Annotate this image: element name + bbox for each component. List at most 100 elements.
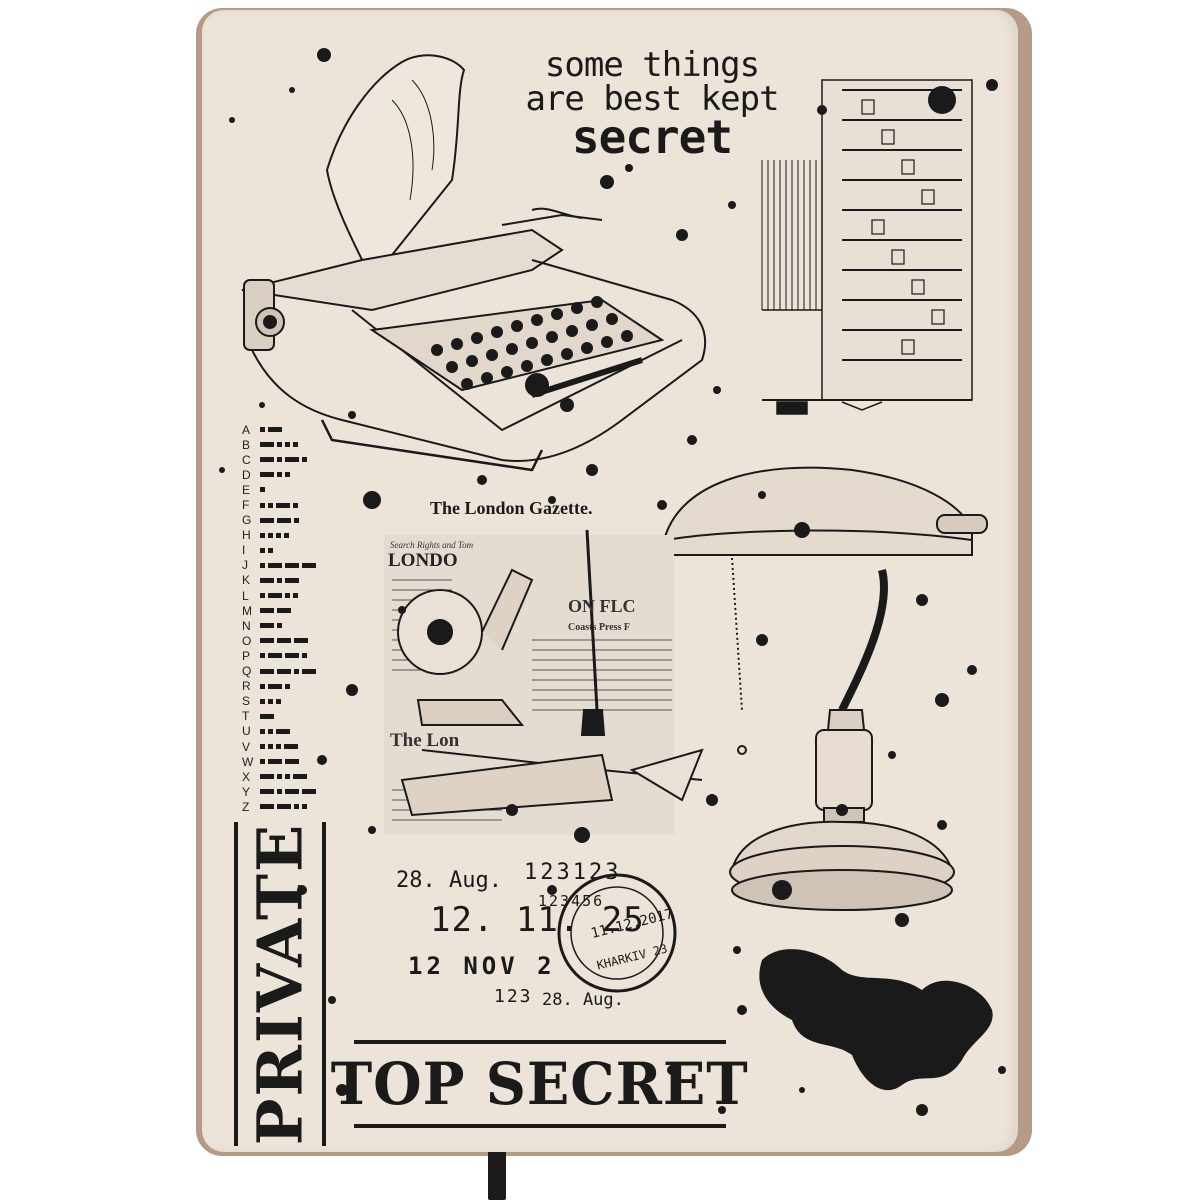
morse-dot <box>285 774 290 780</box>
bookmark-ribbon <box>488 1150 506 1200</box>
morse-dot <box>260 683 265 689</box>
morse-letter: B <box>242 437 251 452</box>
morse-dash <box>260 472 274 478</box>
morse-row: O <box>242 633 372 648</box>
morse-code <box>260 713 274 719</box>
morse-letter: V <box>242 739 251 754</box>
morse-dash <box>302 789 316 795</box>
morse-letter: T <box>242 709 250 724</box>
sharpener-illustration <box>384 529 704 835</box>
morse-dot <box>268 547 273 553</box>
morse-letter: I <box>242 543 246 558</box>
morse-dot <box>260 744 265 750</box>
morse-dash <box>302 668 316 674</box>
morse-dot <box>302 804 307 810</box>
morse-dot <box>285 593 290 599</box>
morse-row: Y <box>242 784 372 799</box>
morse-letter: R <box>242 679 251 694</box>
number-stamp-2: 123456 <box>538 892 605 910</box>
morse-dash <box>268 759 282 765</box>
morse-code <box>260 683 290 689</box>
morse-dot <box>260 487 265 493</box>
morse-code <box>260 623 282 629</box>
morse-code <box>260 517 299 523</box>
morse-dot <box>277 774 282 780</box>
morse-row: L <box>242 588 372 603</box>
morse-row: I <box>242 543 372 558</box>
morse-dot <box>293 593 298 599</box>
morse-dot <box>260 427 265 433</box>
morse-dot <box>268 744 273 750</box>
morse-dash <box>268 562 282 568</box>
morse-row: K <box>242 573 372 588</box>
date-stamp-1: 28. Aug. <box>396 868 502 893</box>
morse-letter: Q <box>242 664 252 679</box>
morse-code <box>260 457 307 463</box>
postmark-inner <box>570 886 664 980</box>
morse-letter: S <box>242 694 251 709</box>
morse-dash <box>285 457 299 463</box>
morse-letter: E <box>242 482 251 497</box>
morse-letter: H <box>242 528 251 543</box>
morse-dot <box>302 457 307 463</box>
morse-dash <box>260 804 274 810</box>
morse-dot <box>276 744 281 750</box>
title-line-1: some things <box>544 45 760 85</box>
morse-code <box>260 547 273 553</box>
morse-dot <box>285 472 290 478</box>
top-secret-label: TOP SECRET <box>331 1050 749 1118</box>
morse-letter: F <box>242 498 250 513</box>
morse-dot <box>276 698 281 704</box>
morse-row: E <box>242 482 372 497</box>
gazette-subheading: Search Rights and Tom <box>390 540 474 550</box>
gazette-subhead: Coasts Press F <box>568 622 631 633</box>
morse-dot <box>268 698 273 704</box>
top-secret-stamp: TOP SECRET <box>331 1040 748 1128</box>
date-stamp-3: 12 NOV 2 <box>408 952 556 980</box>
morse-code <box>260 744 298 750</box>
morse-letter: M <box>242 603 252 618</box>
morse-letter: U <box>242 724 251 739</box>
morse-dash <box>284 744 298 750</box>
morse-row: R <box>242 679 372 694</box>
morse-letter: Y <box>242 784 251 799</box>
morse-dash <box>260 774 274 780</box>
morse-dot <box>294 804 299 810</box>
typewriter-illustration <box>241 54 707 472</box>
morse-dot <box>260 532 265 538</box>
number-stamp-1: 123123 <box>524 860 622 885</box>
private-stamp-label: PRIVATE <box>243 822 317 1146</box>
morse-code <box>260 487 265 493</box>
private-stamp: PRIVATE <box>234 822 326 1146</box>
morse-code <box>260 728 290 734</box>
gazette-masthead: The London Gazette. <box>430 498 593 518</box>
date-stamp-4: 28. Aug. <box>542 990 624 1010</box>
morse-row: P <box>242 648 372 663</box>
gazette-masthead-2: The Lon <box>390 730 460 751</box>
morse-dot <box>260 562 265 568</box>
morse-dash <box>260 713 274 719</box>
morse-row: J <box>242 558 372 573</box>
morse-dash <box>302 562 316 568</box>
morse-letter: K <box>242 573 251 588</box>
morse-row: F <box>242 497 372 512</box>
morse-dash <box>277 668 291 674</box>
morse-dash <box>260 577 274 583</box>
morse-code <box>260 698 281 704</box>
morse-dash <box>276 728 290 734</box>
morse-dash <box>277 517 291 523</box>
morse-row: X <box>242 769 372 784</box>
morse-dot <box>260 547 265 553</box>
morse-letter: J <box>242 558 248 573</box>
morse-dash <box>285 653 299 659</box>
morse-dash <box>260 789 274 795</box>
morse-code <box>260 774 307 780</box>
morse-row: H <box>242 528 372 543</box>
morse-dash <box>294 638 308 644</box>
morse-code <box>260 789 316 795</box>
morse-letter: Z <box>242 799 250 814</box>
morse-dot <box>268 728 273 734</box>
morse-code <box>260 562 316 568</box>
morse-dot <box>294 517 299 523</box>
morse-row: B <box>242 437 372 452</box>
